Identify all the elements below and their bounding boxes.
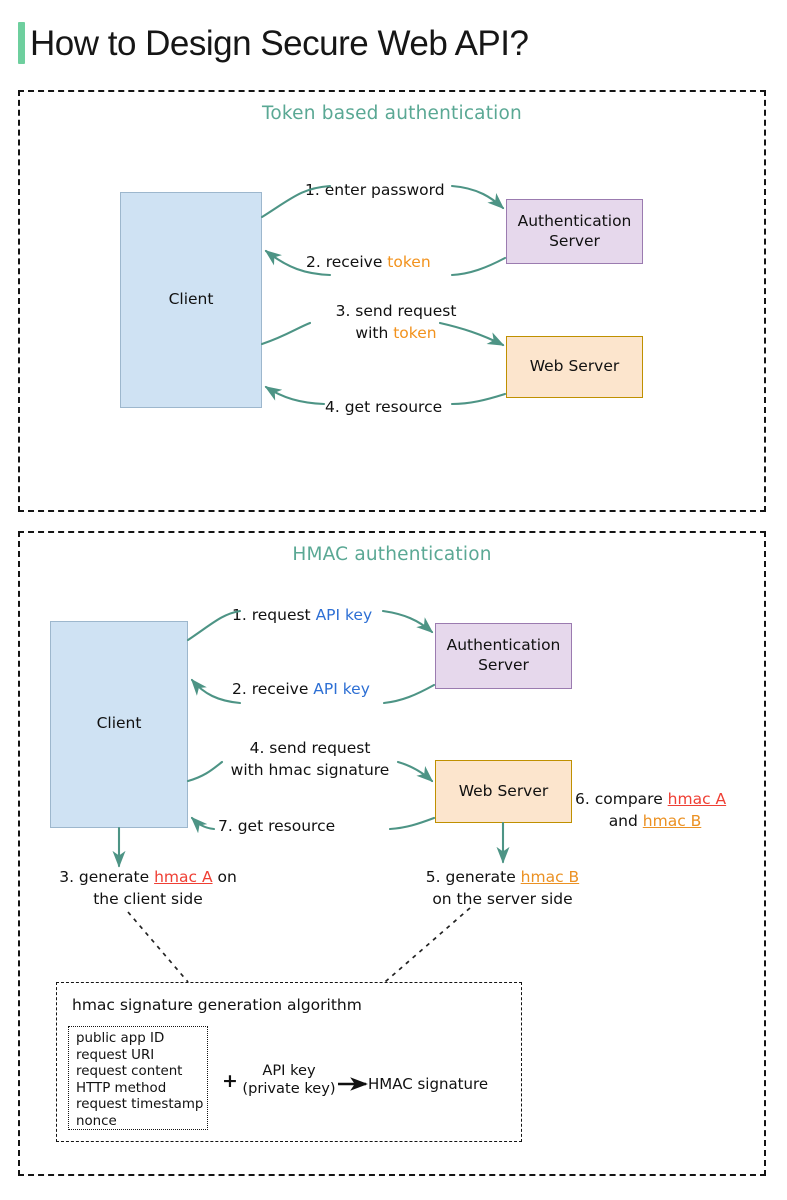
token-step-3-label: 3. send request with token xyxy=(296,300,496,345)
algo-input-item: nonce xyxy=(76,1113,117,1129)
hmac-client-label: Client xyxy=(96,714,142,732)
token-client-box[interactable]: Client xyxy=(120,192,262,408)
hmac-algorithm-title: hmac signature generation algorithm xyxy=(72,996,362,1014)
algo-input-item: request timestamp xyxy=(76,1097,204,1113)
token-step-3-line1: 3. send request xyxy=(335,302,457,320)
token-step-3-line2: with token xyxy=(296,322,496,344)
hmac-step-4-line2: with hmac signature xyxy=(230,761,390,780)
hmac-step-6-line1: 6. compare hmac A xyxy=(575,788,775,810)
token-step-1-text: 1. enter password xyxy=(305,181,445,199)
token-web-server-box[interactable]: Web Server xyxy=(506,336,643,398)
hmac-panel-title: HMAC authentication xyxy=(292,544,492,565)
hmac-step-7-label: 7. get resource xyxy=(218,817,336,835)
hmac-step-3-on: on xyxy=(212,868,237,886)
token-client-label: Client xyxy=(168,290,214,309)
token-step-3-with: with xyxy=(355,324,394,343)
hmac-client-box[interactable]: Client xyxy=(50,621,188,828)
token-step-4-label: 4. get resource xyxy=(325,396,442,418)
hmac-step-5-line1: 5. generate hmac B xyxy=(390,866,615,888)
hmac-auth-server-box[interactable]: Authentication Server xyxy=(435,623,572,689)
hmac-step-3-hmac-a: hmac A xyxy=(154,868,213,886)
hmac-step-5-line2: on the server side xyxy=(432,890,573,909)
algo-output-label: HMAC signature xyxy=(368,1075,489,1093)
algo-api-key-line2: (private key) xyxy=(242,1080,336,1097)
hmac-step-3-label: 3. generate hmac A on the client side xyxy=(28,866,268,911)
hmac-step-1-label: 1. request API key xyxy=(232,604,372,626)
hmac-algorithm-inputs-box: public app ID request URI request conten… xyxy=(68,1026,208,1130)
token-panel-title: Token based authentication xyxy=(262,103,522,124)
hmac-step-5-hmac-b: hmac B xyxy=(520,868,580,886)
algo-api-key-label: API key (private key) xyxy=(234,1062,344,1098)
hmac-step-4-label: 4. send request with hmac signature xyxy=(200,737,420,782)
hmac-web-server-label: Web Server xyxy=(458,781,549,800)
token-auth-server-line1: Authentication xyxy=(517,211,632,230)
token-step-2-text: 2. receive xyxy=(306,253,388,271)
token-auth-server-box[interactable]: Authentication Server xyxy=(506,199,643,264)
hmac-step-3-line1: 3. generate hmac A on xyxy=(28,866,268,888)
hmac-auth-server-line1: Authentication xyxy=(446,636,561,655)
page-title: How to Design Secure Web API? xyxy=(30,24,529,63)
token-step-2-token: token xyxy=(387,253,431,271)
title-accent-bar xyxy=(18,22,25,64)
token-web-server-label: Web Server xyxy=(529,357,620,376)
algo-input-item: HTTP method xyxy=(76,1080,167,1096)
token-step-3-token: token xyxy=(393,324,437,343)
hmac-step-2-apikey: API key xyxy=(313,680,370,698)
token-step-2-label: 2. receive token xyxy=(306,251,431,273)
token-step-1-label: 1. enter password xyxy=(305,179,445,201)
token-auth-server-line2: Server xyxy=(549,231,600,250)
token-step-4-text: 4. get resource xyxy=(325,398,443,416)
title-bar: How to Design Secure Web API? xyxy=(0,0,787,90)
hmac-step-6-compare: 6. compare xyxy=(575,790,668,808)
hmac-web-server-box[interactable]: Web Server xyxy=(435,760,572,823)
hmac-step-4-line1: 4. send request xyxy=(249,739,371,757)
hmac-step-6-hmac-b: hmac B xyxy=(642,812,702,831)
algo-input-item: public app ID xyxy=(76,1031,165,1046)
hmac-step-1-text: 1. request xyxy=(232,606,316,624)
hmac-step-1-apikey: API key xyxy=(315,606,373,624)
hmac-step-5-generate: 5. generate xyxy=(425,868,521,886)
hmac-step-2-label: 2. receive API key xyxy=(232,678,370,700)
hmac-step-3-generate: 3. generate xyxy=(59,868,155,886)
algo-input-item: request URI xyxy=(76,1047,155,1063)
hmac-step-6-line2: and hmac B xyxy=(575,810,735,832)
algo-input-item: request content xyxy=(76,1064,183,1080)
hmac-step-2-text: 2. receive xyxy=(232,680,314,698)
algo-plus-sign: + xyxy=(222,1070,238,1092)
hmac-step-3-line2: the client side xyxy=(93,890,203,909)
hmac-step-5-label: 5. generate hmac B on the server side xyxy=(390,866,615,911)
hmac-auth-server-line2: Server xyxy=(478,656,529,674)
hmac-step-6-label: 6. compare hmac A and hmac B xyxy=(575,788,775,833)
hmac-step-6-hmac-a: hmac A xyxy=(667,790,727,808)
algo-api-key-line1: API key xyxy=(262,1062,316,1079)
hmac-step-6-and: and xyxy=(608,812,643,831)
